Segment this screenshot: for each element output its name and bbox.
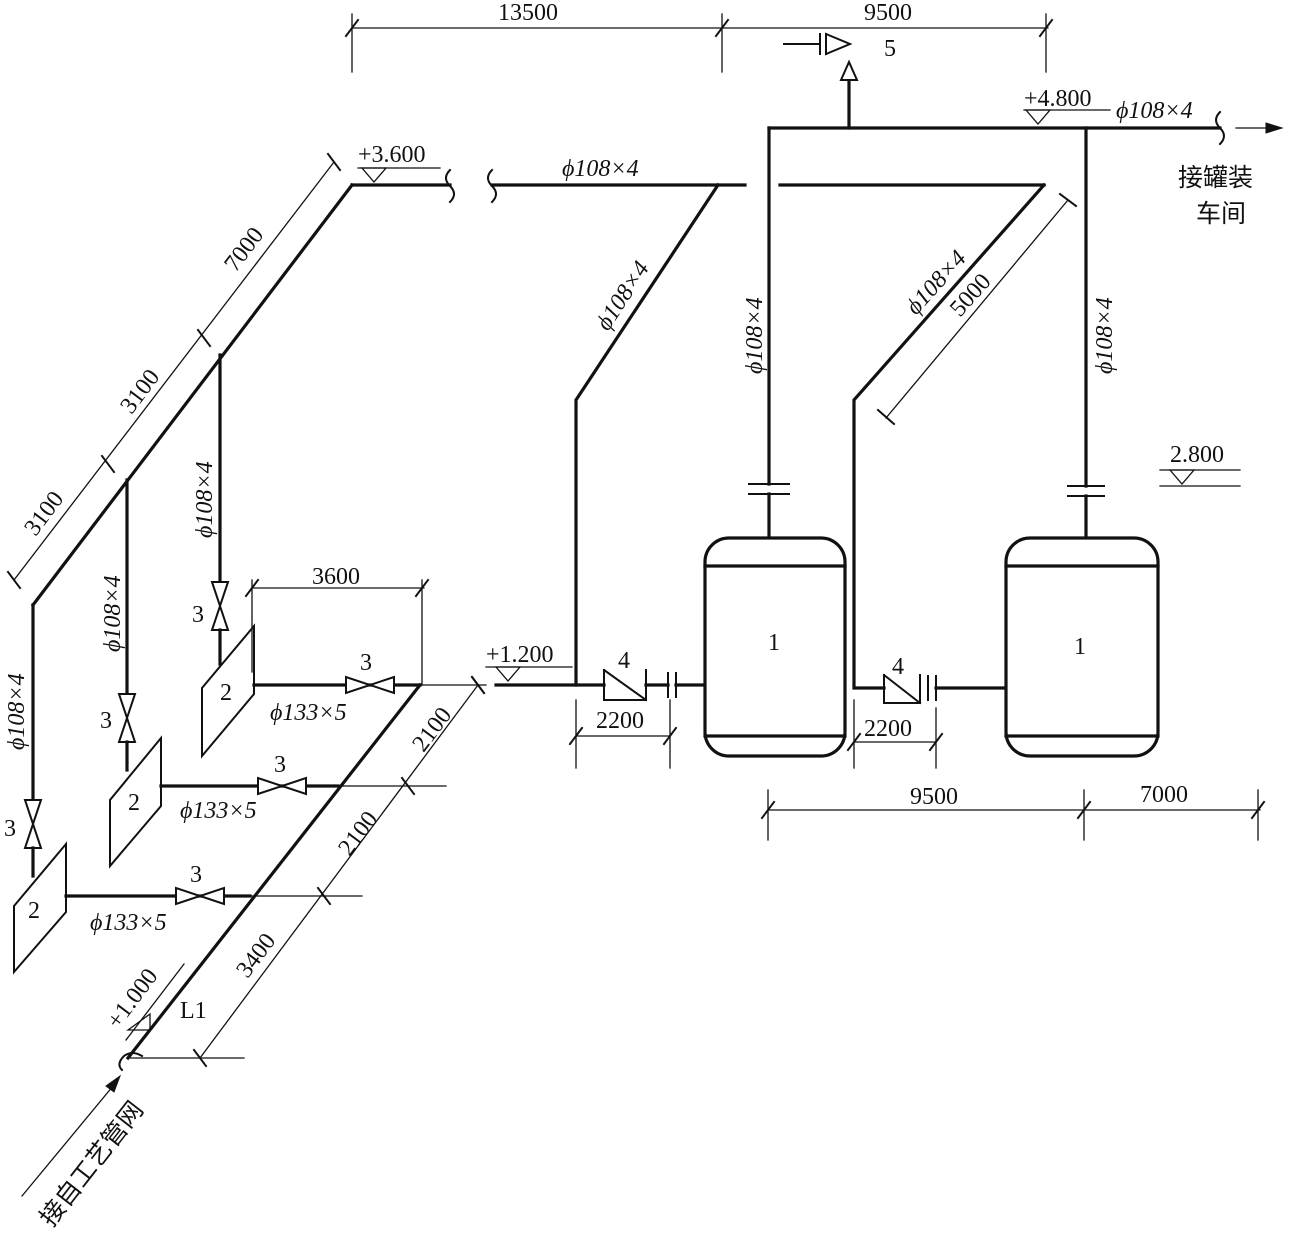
pipe-label-branch-c: ϕ133×5 [270, 700, 347, 726]
valve-3-branch-a-label: 3 [190, 862, 202, 888]
collector-l1 [118, 682, 423, 1072]
valve-3-branch-b [257, 776, 307, 796]
filter-2-a [13, 841, 67, 975]
filter-2-c-label: 2 [220, 680, 232, 706]
top-dimension-line [344, 13, 1054, 73]
elevation-marker-4800 [1023, 109, 1111, 125]
dim-5000-diagonal [876, 192, 1078, 426]
pipe-label-header: ϕ108×4 [1116, 98, 1193, 124]
dim-2200-left: 2200 [596, 708, 644, 734]
dim-bottom-9500: 9500 [910, 784, 958, 810]
drop-pipe-to-tank-left [494, 182, 721, 687]
drop-pipe-to-tank-right [778, 182, 1047, 690]
dim-2200-left-line [568, 699, 678, 769]
item-5-label: 5 [884, 36, 896, 62]
filter-2-a-label: 2 [28, 898, 40, 924]
to-workshop-label-line1: 接罐装 [1178, 163, 1253, 192]
check-valve-4-right [882, 673, 1008, 705]
elevation-4800: +4.800 [1024, 86, 1092, 112]
dim-3600: 3600 [312, 564, 360, 590]
bottom-dimension-line [760, 789, 1266, 841]
tank-1-right [1004, 536, 1160, 758]
valve-3-riser-b-label: 3 [100, 708, 112, 734]
collector-diagonal-dimension [127, 675, 487, 1068]
pipe-label-tank-left-riser: ϕ108×4 [742, 297, 768, 374]
elevation-marker-2800 [1159, 469, 1241, 487]
valve-3-branch-a [175, 886, 225, 906]
elevation-marker-3600 [357, 167, 441, 183]
dim-3600-line [244, 578, 430, 686]
dim-2100-upper: 2100 [408, 703, 458, 757]
valve-3-riser-c-label: 3 [192, 602, 204, 628]
line-l1-label: L1 [180, 998, 207, 1024]
pipe-label-riser-b: ϕ108×4 [100, 575, 126, 652]
elevation-1200: +1.200 [486, 642, 554, 668]
valve-3-riser-a [23, 799, 43, 849]
dim-7000-diag: 7000 [220, 223, 270, 277]
from-network-arrow [21, 1074, 122, 1197]
check-valve-4-right-label: 4 [892, 654, 904, 680]
tank-1-left [703, 536, 847, 758]
valve-3-riser-a-label: 3 [4, 816, 16, 842]
elevation-2800: 2.800 [1170, 442, 1224, 468]
pipe-label-tank-right-riser: ϕ108×4 [1092, 297, 1118, 374]
filter-2-b [109, 735, 162, 869]
check-valve-4-left-label: 4 [618, 648, 630, 674]
dim-2100-lower: 2100 [334, 807, 384, 861]
pipe-label-branch-a: ϕ133×5 [90, 910, 167, 936]
tank-1-right-label: 1 [1074, 634, 1086, 660]
dim-2200-right: 2200 [864, 716, 912, 742]
top-header-pipe [767, 110, 1284, 146]
header-pipe-3600 [30, 168, 747, 802]
dim-top-9500: 9500 [864, 0, 912, 26]
valve-3-branch-c-label: 3 [360, 650, 372, 676]
pipe-label-riser-a: ϕ108×4 [4, 673, 30, 750]
tank-1-left-label: 1 [768, 630, 780, 656]
dim-3400: 3400 [232, 929, 282, 983]
left-diagonal-dimension [6, 152, 342, 590]
vent-relief-fitting [783, 32, 859, 130]
dim-top-13500: 13500 [498, 0, 558, 26]
valve-3-riser-b [117, 693, 137, 743]
dim-3100-lower: 3100 [20, 487, 70, 541]
elevation-marker-1000 [125, 963, 185, 1041]
valve-3-branch-c [345, 675, 395, 695]
valve-3-branch-b-label: 3 [274, 752, 286, 778]
dim-bottom-7000: 7000 [1140, 782, 1188, 808]
check-valve-4-left [602, 668, 720, 702]
from-network-label: 接自工艺管网 [34, 1096, 149, 1232]
pipe-label-3600-header: ϕ108×4 [562, 156, 639, 182]
pipe-label-branch-b: ϕ133×5 [180, 798, 257, 824]
filter-2-b-label: 2 [128, 790, 140, 816]
dim-2200-right-line [846, 699, 944, 769]
elevation-marker-1200 [470, 666, 573, 695]
valve-3-riser-c [210, 581, 230, 631]
filter-2-c [201, 623, 255, 759]
to-workshop-label-line2: 车间 [1196, 199, 1246, 228]
elevation-3600: +3.600 [358, 142, 426, 168]
pipe-label-riser-c: ϕ108×4 [192, 461, 218, 538]
